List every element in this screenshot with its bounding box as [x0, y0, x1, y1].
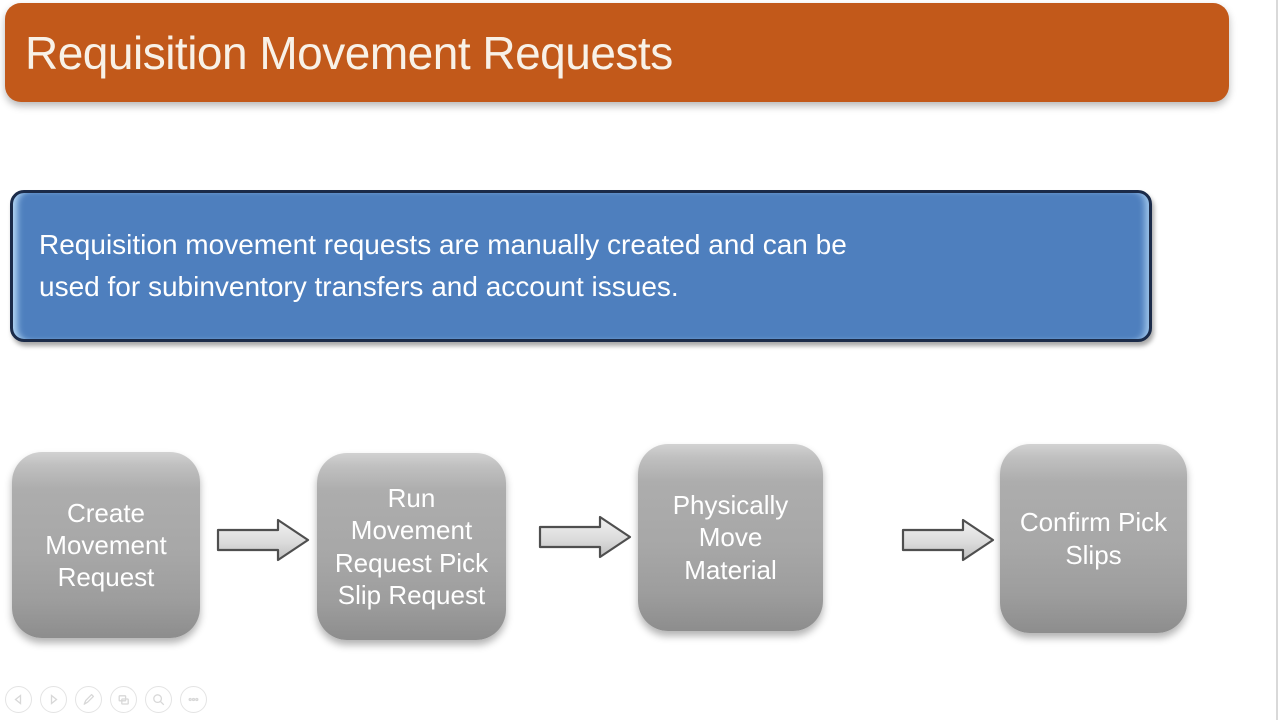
flow-step-label: Create Movement Request — [45, 497, 167, 593]
flow-arrow-icon — [216, 518, 310, 562]
page-title: Requisition Movement Requests — [25, 26, 673, 79]
pen-tools-button[interactable] — [75, 686, 102, 713]
chevron-left-icon — [14, 694, 22, 705]
next-slide-button[interactable] — [40, 686, 67, 713]
more-options-button[interactable] — [180, 686, 207, 713]
see-all-slides-button[interactable] — [110, 686, 137, 713]
callout-box: Requisition movement requests are manual… — [10, 190, 1152, 342]
flow-step-label: Confirm Pick Slips — [1019, 507, 1168, 570]
flow-step-label: Physically Move Material — [672, 490, 789, 585]
chevron-right-icon — [50, 694, 58, 705]
previous-slide-button[interactable] — [5, 686, 32, 713]
flow-arrow-icon — [538, 515, 632, 559]
magnifier-icon — [153, 694, 165, 706]
flow-step-run-pick-slip-request: Run Movement Request Pick Slip Request — [317, 453, 506, 640]
all-slides-icon — [118, 695, 129, 705]
ellipsis-icon — [188, 697, 199, 702]
slide-right-edge-line — [1276, 0, 1278, 720]
flow-step-label: Run Movement Request Pick Slip Request — [334, 483, 489, 610]
flow-step-create-movement-request: Create Movement Request — [12, 452, 200, 638]
slide-title-banner: Requisition Movement Requests — [5, 3, 1229, 102]
flow-arrow-icon — [901, 518, 995, 562]
callout-text: Requisition movement requests are manual… — [39, 229, 847, 302]
pen-icon — [83, 693, 95, 705]
presenter-controls — [5, 686, 207, 713]
zoom-slide-button[interactable] — [145, 686, 172, 713]
flow-step-confirm-pick-slips: Confirm Pick Slips — [1000, 444, 1187, 633]
flow-step-physically-move-material: Physically Move Material — [638, 444, 823, 631]
